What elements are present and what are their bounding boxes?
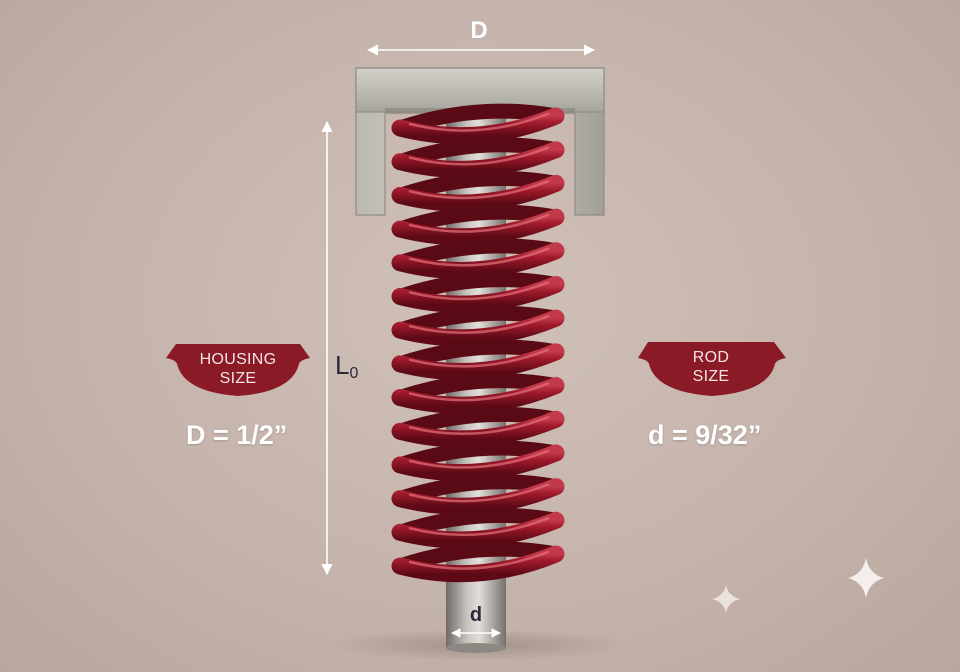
length-dimension: L0 bbox=[321, 120, 358, 576]
spring-coil-back bbox=[392, 204, 564, 237]
spring-coil bbox=[391, 107, 565, 145]
rod-badge-line2: SIZE bbox=[692, 368, 730, 385]
sparkle-small-icon bbox=[712, 585, 740, 613]
spring-coil-highlight bbox=[408, 213, 550, 233]
spring-coil-highlight bbox=[408, 483, 550, 503]
spring-coil-back bbox=[392, 474, 564, 507]
housing-badge-shape bbox=[166, 344, 310, 396]
spring-coil-back bbox=[392, 406, 564, 439]
spring-coil bbox=[391, 275, 565, 313]
spring-coil bbox=[391, 478, 565, 515]
spring-coil-highlight bbox=[408, 247, 550, 267]
spring-coil bbox=[391, 309, 565, 347]
spring-coil-highlight bbox=[408, 550, 550, 570]
rod-dimension-label: d bbox=[470, 604, 482, 626]
spring-coil-highlight bbox=[408, 112, 550, 132]
spring-coil-back bbox=[392, 305, 564, 338]
spring-coil-back bbox=[392, 339, 564, 372]
spring-coil bbox=[391, 511, 565, 549]
spring-coil bbox=[391, 208, 565, 246]
housing-size-value: D = 1/2” bbox=[186, 420, 288, 450]
rod-size-value: d = 9/32” bbox=[648, 420, 762, 450]
spring-coil-highlight bbox=[408, 517, 550, 537]
spring-coil-back bbox=[392, 541, 564, 574]
spring-coil-back bbox=[392, 171, 564, 203]
spring-coil-highlight bbox=[408, 449, 550, 469]
spring-coil-highlight bbox=[408, 382, 550, 402]
spring-coil bbox=[391, 377, 565, 414]
spring-coil-back bbox=[392, 272, 564, 304]
spring-coil bbox=[391, 343, 565, 381]
housing-size-badge: HOUSING SIZE bbox=[176, 344, 300, 394]
spring-coil-highlight bbox=[408, 146, 550, 166]
spring-coil bbox=[391, 410, 565, 448]
sparkle-icon bbox=[848, 558, 884, 598]
spring-coil-back bbox=[392, 507, 564, 540]
spring-coil-highlight bbox=[408, 180, 550, 200]
spring-coil bbox=[391, 242, 565, 279]
length-dimension-label: L0 bbox=[335, 350, 358, 382]
spring-coil bbox=[391, 545, 565, 583]
spring-coil-highlight bbox=[408, 415, 550, 436]
rod-badge-shape bbox=[638, 342, 786, 396]
rod-badge-line1: ROD bbox=[692, 349, 730, 366]
spring-coil-back bbox=[392, 440, 564, 473]
spring-coil-back bbox=[392, 373, 564, 406]
spring-coil-highlight bbox=[408, 281, 550, 301]
spring-coil-highlight bbox=[408, 314, 550, 334]
housing-badge-line1: HOUSING bbox=[199, 351, 277, 368]
housing-badge-line2: SIZE bbox=[219, 370, 257, 387]
spring-coil-back bbox=[392, 238, 564, 271]
spring-coil bbox=[391, 174, 565, 212]
spring-coil-highlight bbox=[408, 348, 550, 368]
spring bbox=[391, 103, 565, 583]
housing-dimension: D bbox=[366, 17, 596, 56]
spring-coil bbox=[391, 141, 565, 178]
housing-dimension-label: D bbox=[470, 17, 487, 44]
spring-coil bbox=[391, 444, 565, 482]
spring-coil-back bbox=[392, 103, 564, 136]
rod-size-badge: ROD SIZE bbox=[648, 342, 774, 392]
rod-dimension: d bbox=[451, 604, 501, 638]
spring-coil-back bbox=[392, 137, 564, 170]
